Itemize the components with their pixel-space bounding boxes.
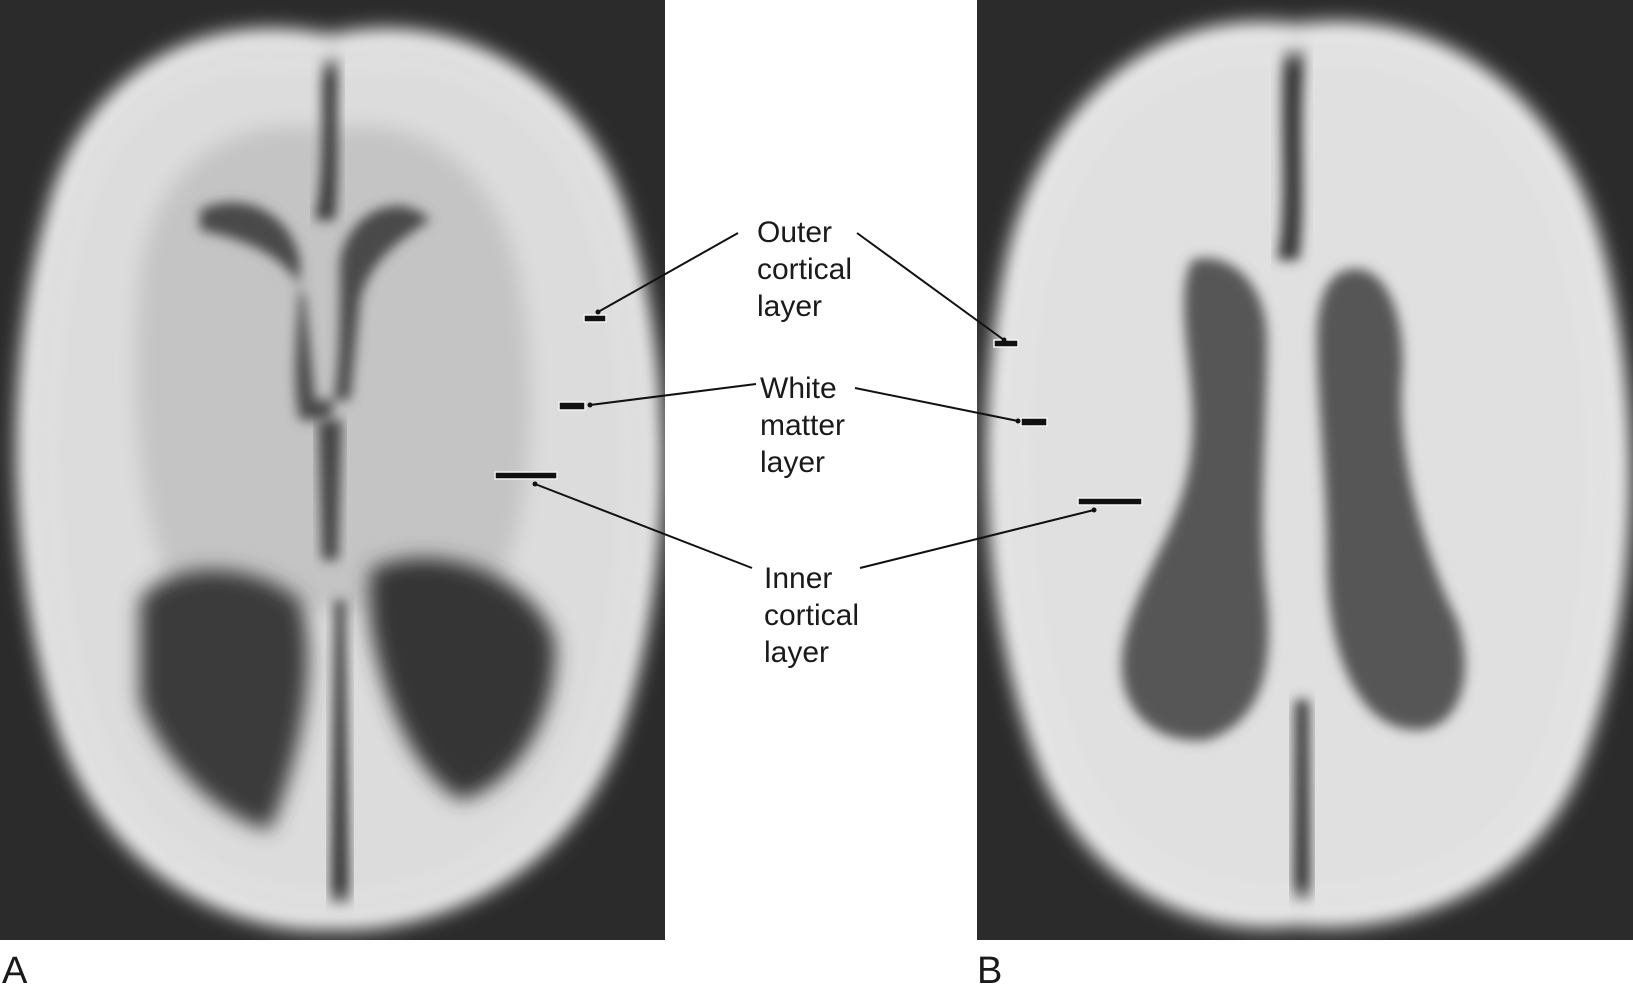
label-white-matter-layer: White matter layer [760, 370, 845, 481]
label-inner-line-1: Inner [764, 562, 833, 595]
mri-image-a [0, 0, 665, 940]
mri-panel-a [0, 0, 665, 940]
label-outer-line-3: layer [757, 290, 823, 323]
mri-panel-b [977, 0, 1633, 940]
label-outer-line-1: Outer [757, 216, 833, 249]
panel-label-a: A [2, 950, 28, 992]
marker-outer-cortical-a [583, 314, 607, 323]
marker-inner-cortical-a [494, 471, 558, 480]
panel-label-b: B [977, 950, 1003, 992]
label-inner-line-2: cortical [764, 599, 860, 632]
label-white-line-1: White [760, 372, 837, 405]
marker-white-matter-a [558, 401, 586, 411]
label-inner-line-3: layer [764, 636, 830, 669]
label-white-line-2: matter [760, 409, 846, 442]
marker-white-matter-b [1020, 417, 1048, 427]
marker-outer-cortical-b [993, 339, 1019, 348]
label-outer-cortical-layer: Outer cortical layer [757, 214, 852, 325]
marker-inner-cortical-b [1077, 497, 1143, 506]
label-inner-cortical-layer: Inner cortical layer [764, 560, 859, 671]
mri-image-b [977, 0, 1633, 940]
label-outer-line-2: cortical [757, 253, 853, 286]
label-white-line-3: layer [760, 446, 826, 479]
